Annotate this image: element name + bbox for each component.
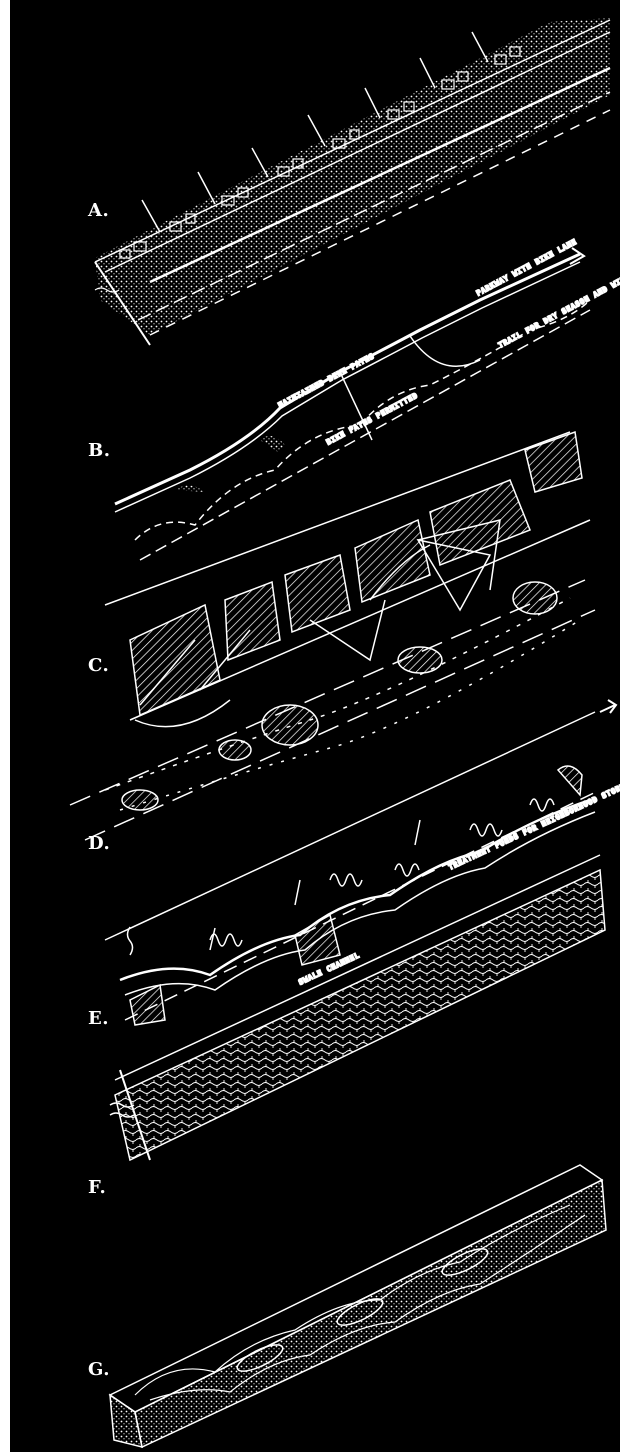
label-a: A. xyxy=(88,200,109,221)
label-f: F. xyxy=(88,1177,106,1198)
parcel-c-1 xyxy=(130,605,220,715)
figure-frame: MAINTAINED BIKE PATHS BIKE PATHS PERMITT… xyxy=(10,0,620,1452)
arrow-e xyxy=(600,700,616,713)
label-e: E. xyxy=(88,1008,109,1029)
riparian-vegetation-a xyxy=(95,18,610,335)
sketch-e: SWALE CHANNEL TREATMENT PONDS FOR NEIGHB… xyxy=(105,700,620,1025)
label-c: C. xyxy=(88,655,109,676)
label-b: B. xyxy=(88,440,110,461)
slab-top-g xyxy=(110,1165,602,1412)
label-g: G. xyxy=(88,1359,110,1380)
island-d-1 xyxy=(513,582,557,614)
sketch-g xyxy=(110,1165,606,1447)
sketch-a xyxy=(95,18,610,345)
floodplain-f xyxy=(115,870,605,1160)
note-maintained: MAINTAINED BIKE PATHS xyxy=(277,351,376,409)
riverbank-a xyxy=(150,68,610,282)
note-treatment-ponds: TREATMENT PONDS FOR NEIGHBORHOOD STORMWA… xyxy=(447,756,620,872)
note-parkway: PARKWAY WITH BIKE LANE xyxy=(475,237,579,298)
label-d: D. xyxy=(88,833,110,854)
